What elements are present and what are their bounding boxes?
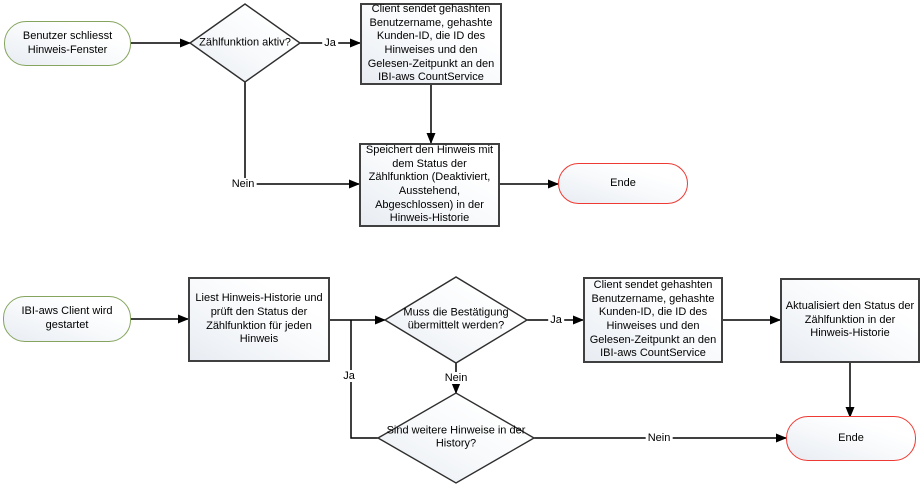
start-terminator-user-closes-window: Benutzer schliesst Hinweis-Fenster: [4, 21, 131, 66]
decision-confirmation-label: Muss die Bestätigung übermittelt werden?: [403, 306, 509, 332]
end-terminator-bottom: Ende: [786, 416, 916, 461]
connector-decision1-no-to-store: [244, 82, 360, 189]
process-store-hint: Speichert den Hinweis mit dem Status der…: [359, 143, 500, 227]
edge-label-nein-top: Nein: [229, 178, 257, 190]
edge-label-nein-confirmation: Nein: [442, 372, 470, 384]
edge-label-ja-more-hints: Ja: [341, 370, 357, 382]
decision-count-active-shape: [188, 3, 302, 83]
edge-label-ja-top: Ja: [322, 37, 338, 49]
edge-label-ja-confirmation: Ja: [548, 314, 564, 326]
connector-decision3-yes-loop: [350, 320, 378, 439]
process-client-sends-top: Client sendet gehashten Benutzername, ge…: [360, 3, 502, 85]
decision-more-hints-shape: [376, 392, 536, 484]
start-terminator-client-started: IBI-aws Client wird gestartet: [3, 296, 131, 342]
process-read-history: Liest Hinweis-Historie und prüft den Sta…: [188, 277, 330, 362]
process-update-status: Aktualisiert den Status der Zählfunktion…: [780, 278, 920, 363]
decision-confirmation-shape: [383, 276, 529, 364]
end-terminator-top: Ende: [558, 163, 688, 204]
decision-count-active-label: Zählfunktion aktiv?: [199, 36, 291, 49]
decision-more-hints-label: Sind weitere Hinweise in der History?: [386, 424, 526, 450]
edge-label-nein-more-hints: Nein: [645, 432, 673, 444]
process-client-sends-bottom: Client sendet gehashten Benutzername, ge…: [583, 277, 723, 363]
